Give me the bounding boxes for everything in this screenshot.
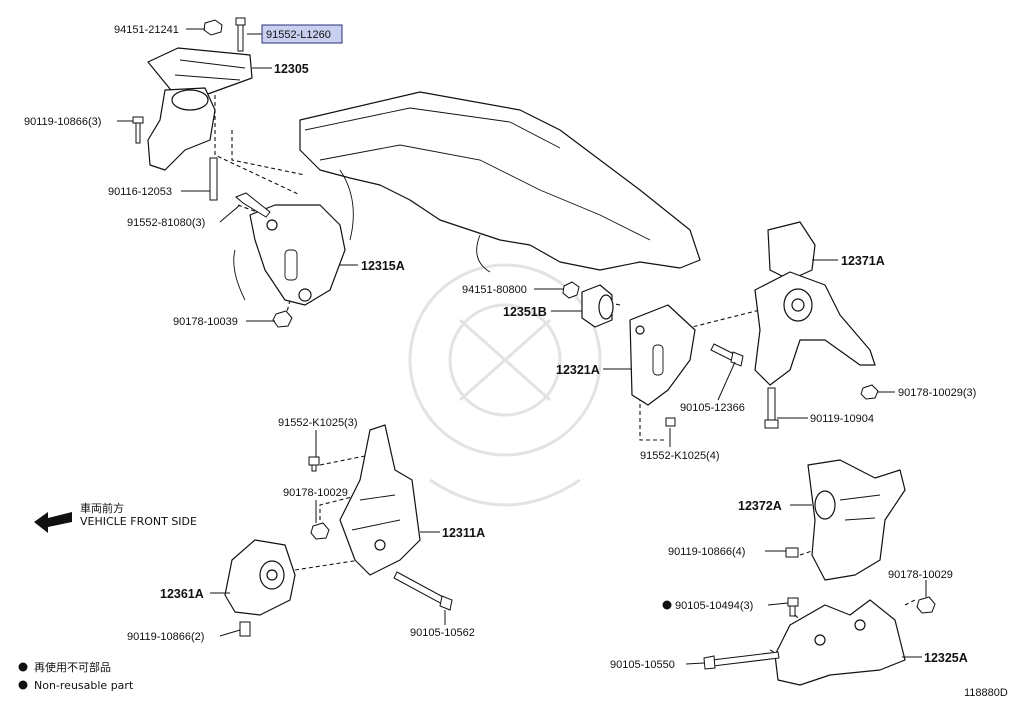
part-12361A-mount[interactable]	[224, 539, 296, 616]
part-12321A-bracket[interactable]	[629, 304, 696, 406]
engine-block-outline	[299, 91, 701, 273]
label-12361A[interactable]: 12361A	[160, 587, 204, 601]
label-91552-81080-3[interactable]: 91552-81080(3)	[127, 217, 205, 229]
label-90178-10029[interactable]: 90178-10029	[283, 487, 348, 499]
label-90105-10494-3[interactable]: 90105-10494(3)	[675, 600, 753, 612]
label-90105-12366[interactable]: 90105-12366	[680, 402, 745, 414]
leader-lines	[117, 28, 927, 665]
part-12371A-mount[interactable]	[754, 221, 876, 386]
label-94151-80800[interactable]: 94151-80800	[462, 284, 527, 296]
legend-dot-icon	[18, 662, 28, 672]
vehicle-front-indicator: 車両前方 VEHICLE FRONT SIDE	[34, 501, 197, 533]
label-90178-10029-3[interactable]: 90178-10029(3)	[898, 387, 976, 399]
front-label-jp: 車両前方	[80, 501, 124, 515]
label-90119-10866-4[interactable]: 90119-10866(4)	[668, 546, 745, 558]
label-12325A[interactable]: 12325A	[924, 651, 968, 665]
part-12325A-bracket[interactable]	[774, 599, 906, 686]
label-90119-10866-2[interactable]: 90119-10866(2)	[127, 631, 204, 643]
part-labels: 94151-21241 91552-L1260 12305 90119-1086…	[24, 24, 976, 671]
part-12305-mount[interactable]	[147, 47, 253, 171]
non-reusable-marker	[662, 600, 672, 610]
part-12311A-bracket[interactable]	[339, 424, 421, 576]
label-90119-10904[interactable]: 90119-10904	[810, 413, 874, 425]
label-12311A[interactable]: 12311A	[442, 526, 485, 540]
label-12372A[interactable]: 12372A	[738, 499, 782, 513]
highlight-box	[261, 24, 343, 44]
nut-icon	[203, 19, 223, 36]
front-label-en: VEHICLE FRONT SIDE	[80, 515, 197, 528]
legend-label-jp: 再使用不可部品	[34, 660, 111, 674]
label-12351B[interactable]: 12351B	[503, 305, 547, 319]
label-90178-10029-b[interactable]: 90178-10029	[888, 569, 953, 581]
label-90116-12053[interactable]: 90116-12053	[108, 186, 172, 198]
label-12315A[interactable]: 12315A	[361, 259, 405, 273]
legend-label-en: Non-reusable part	[34, 679, 134, 692]
arrow-left-icon	[34, 512, 72, 533]
label-90105-10562[interactable]: 90105-10562	[410, 627, 475, 639]
label-94151-21241[interactable]: 94151-21241	[114, 24, 179, 36]
diagram-id: 118880D	[964, 687, 1008, 699]
label-90105-10550[interactable]: 90105-10550	[610, 659, 675, 671]
legend: 再使用不可部品 Non-reusable part	[18, 660, 134, 692]
label-12305[interactable]: 12305	[274, 62, 309, 76]
label-91552-K1025-4[interactable]: 91552-K1025(4)	[640, 450, 720, 462]
part-12372A-mount[interactable]	[807, 459, 906, 581]
label-91552-K1025-3[interactable]: 91552-K1025(3)	[278, 417, 358, 429]
label-90178-10039[interactable]: 90178-10039	[173, 316, 238, 328]
fasteners	[132, 17, 936, 670]
label-12321A[interactable]: 12321A	[556, 363, 600, 377]
legend-dot-icon	[18, 680, 28, 690]
label-12371A[interactable]: 12371A	[841, 254, 885, 268]
part-12351B-bushing[interactable]	[581, 284, 614, 328]
assembly-guide-lines	[214, 95, 916, 661]
bolt-icon	[235, 17, 246, 26]
part-12315A-bracket[interactable]	[233, 204, 346, 306]
label-90119-10866-3[interactable]: 90119-10866(3)	[24, 116, 101, 128]
label-91552-L1260[interactable]: 91552-L1260	[266, 29, 331, 41]
